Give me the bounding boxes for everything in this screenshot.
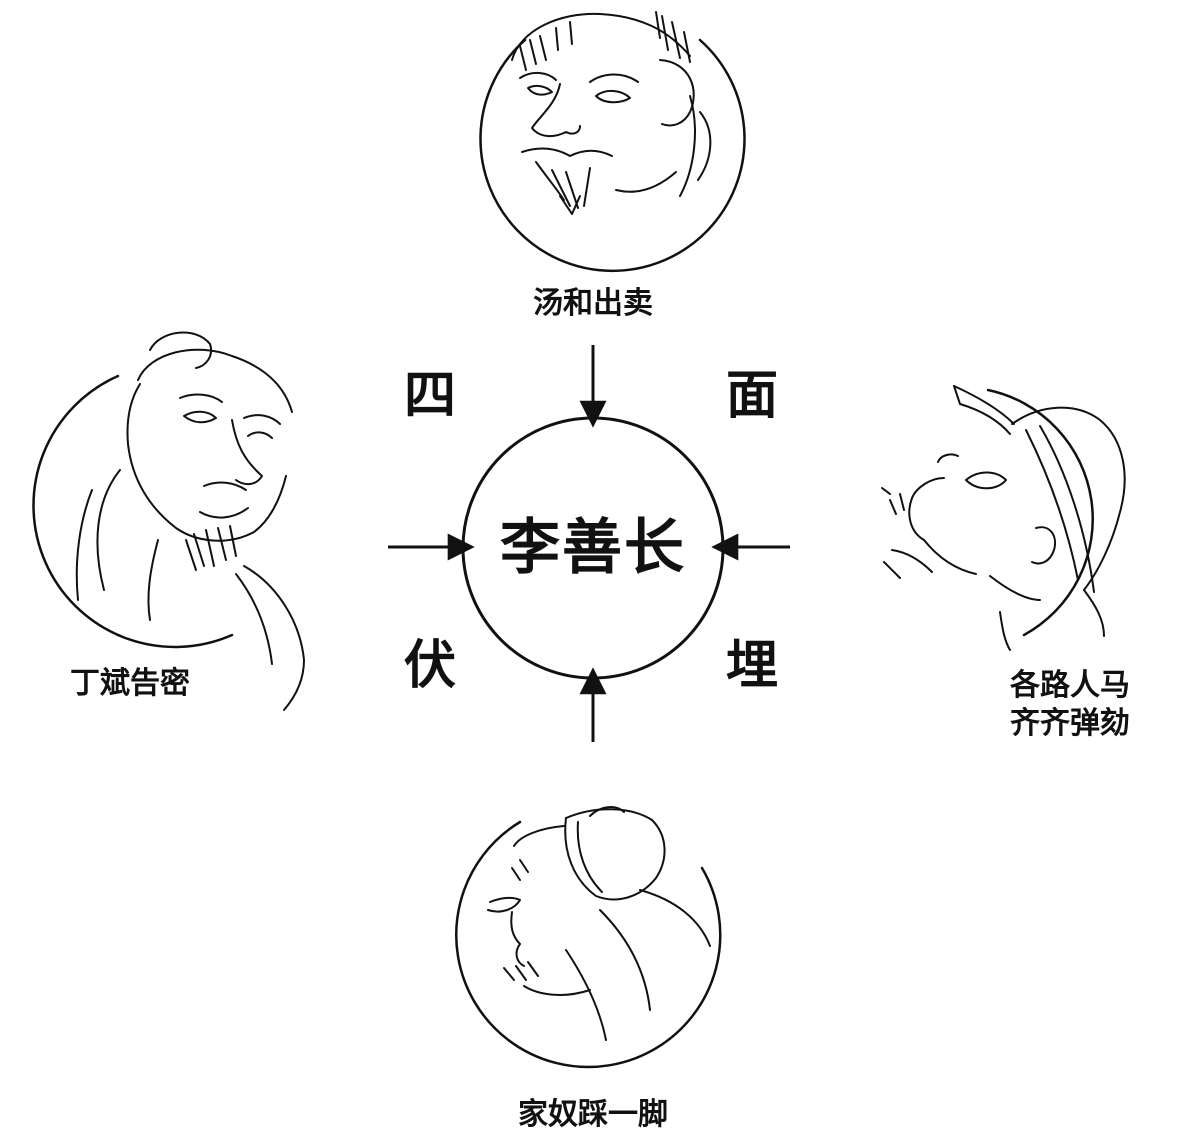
old-scholar-portrait-icon: [32, 331, 305, 711]
caption-right-line1: 各路人马: [1010, 668, 1130, 703]
bearded-official-portrait-icon: [479, 11, 746, 272]
official-with-cap-portrait-icon: [881, 385, 1126, 651]
corner-char-bottom-left: 伏: [403, 635, 456, 696]
center-label: 李善长: [500, 513, 686, 583]
corner-char-top-right: 面: [725, 365, 778, 426]
caption-bottom: 家奴踩一脚: [518, 1097, 668, 1132]
corner-char-top-left: 四: [403, 365, 456, 426]
caption-top: 汤和出卖: [533, 286, 653, 321]
corner-char-bottom-right: 埋: [725, 635, 778, 696]
caption-left: 丁斌告密: [70, 666, 190, 701]
caption-right-line2: 齐齐弹劾: [1010, 706, 1130, 741]
servant-portrait-icon: [455, 806, 722, 1069]
